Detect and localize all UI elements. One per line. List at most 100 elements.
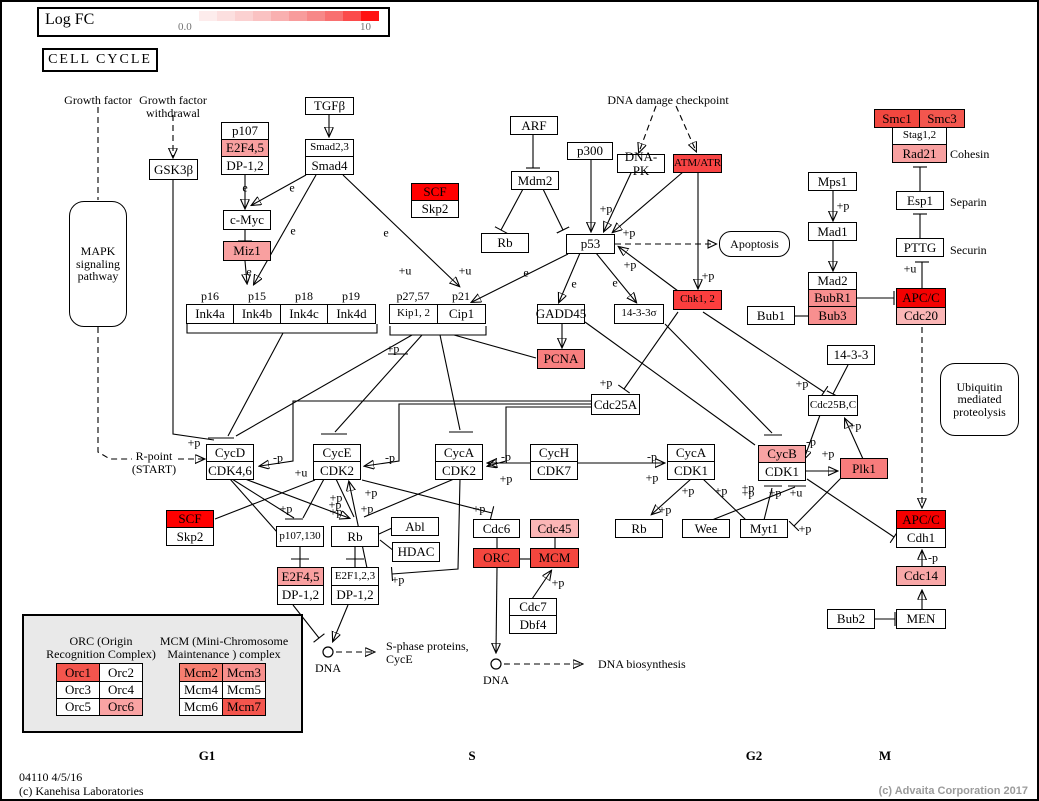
cdk1-b[interactable]: CDK1 — [758, 462, 806, 481]
mcm7[interactable]: Mcm7 — [222, 698, 266, 716]
scf-top[interactable]: SCF — [411, 183, 459, 201]
cyce[interactable]: CycE — [313, 444, 361, 462]
gsk3b[interactable]: GSK3β — [149, 159, 198, 180]
scf-left[interactable]: SCF — [166, 510, 214, 528]
mad1[interactable]: Mad1 — [808, 222, 857, 241]
dna-circle-2[interactable] — [490, 658, 502, 670]
cip1[interactable]: Cip1 — [437, 304, 486, 324]
cdh1[interactable]: Cdh1 — [896, 528, 946, 548]
cdc45[interactable]: Cdc45 — [530, 519, 579, 538]
mcm[interactable]: MCM — [530, 548, 579, 568]
dp12-low-b[interactable]: DP-1,2 — [331, 585, 379, 605]
mcm5[interactable]: Mcm5 — [222, 681, 266, 699]
orc[interactable]: ORC — [473, 548, 520, 568]
cdc25bc[interactable]: Cdc25B,C — [808, 395, 858, 416]
dp12-top[interactable]: DP-1,2 — [221, 156, 269, 175]
mps1[interactable]: Mps1 — [808, 172, 857, 191]
cdc14[interactable]: Cdc14 — [896, 566, 946, 586]
cdc6[interactable]: Cdc6 — [473, 519, 520, 538]
orc6[interactable]: Orc6 — [99, 698, 143, 716]
bub1[interactable]: Bub1 — [747, 306, 795, 325]
orc2[interactable]: Orc2 — [99, 663, 143, 682]
dna-circle-1[interactable] — [322, 646, 334, 658]
ink4c[interactable]: Ink4c — [280, 304, 328, 324]
smad23[interactable]: Smad2,3 — [305, 139, 354, 157]
p53[interactable]: p53 — [566, 234, 615, 254]
cdk7[interactable]: CDK7 — [530, 461, 578, 480]
e2f45-low[interactable]: E2F4,5 — [277, 567, 324, 586]
stag12[interactable]: Stag1,2 — [892, 127, 947, 145]
cdc20[interactable]: Cdc20 — [896, 307, 946, 325]
apcc-top[interactable]: APC/C — [896, 288, 946, 308]
arf[interactable]: ARF — [510, 116, 558, 135]
mdm2[interactable]: Mdm2 — [511, 171, 559, 190]
plk1[interactable]: Plk1 — [840, 458, 888, 479]
orc3[interactable]: Orc3 — [56, 681, 100, 699]
cych[interactable]: CycH — [530, 444, 578, 462]
pttg[interactable]: PTTG — [896, 238, 944, 257]
s14-3-3-sigma[interactable]: 14-3-3σ — [614, 304, 664, 324]
wee[interactable]: Wee — [682, 519, 730, 538]
mapk-pathway[interactable]: MAPK signaling pathway — [69, 201, 127, 327]
edge-64 — [292, 604, 325, 643]
smc3[interactable]: Smc3 — [919, 109, 965, 128]
bub3[interactable]: Bub3 — [808, 306, 857, 325]
mcm6[interactable]: Mcm6 — [179, 698, 223, 716]
abl[interactable]: Abl — [391, 517, 439, 536]
p107-130[interactable]: p107,130 — [276, 526, 324, 547]
e2f45-top[interactable]: E2F4,5 — [221, 139, 269, 157]
cdk46[interactable]: CDK4,6 — [206, 461, 254, 480]
kip12[interactable]: Kip1, 2 — [389, 304, 438, 324]
hdac[interactable]: HDAC — [392, 542, 440, 562]
atm-atr[interactable]: ATM/ATR — [673, 154, 722, 173]
men[interactable]: MEN — [896, 609, 946, 629]
skp2-top[interactable]: Skp2 — [411, 200, 459, 218]
rb-low[interactable]: Rb — [331, 526, 379, 547]
cyca-m[interactable]: CycA — [667, 444, 715, 462]
ink4d[interactable]: Ink4d — [327, 304, 376, 324]
chk12[interactable]: Chk1, 2 — [673, 290, 722, 310]
cdc25a[interactable]: Cdc25A — [591, 394, 640, 415]
tgfb[interactable]: TGFβ — [305, 97, 354, 115]
cdk2-a[interactable]: CDK2 — [313, 461, 361, 480]
dp12-low-a[interactable]: DP-1,2 — [277, 585, 324, 605]
dna-pk[interactable]: DNA-PK — [617, 150, 665, 177]
mcm4[interactable]: Mcm4 — [179, 681, 223, 699]
myt1[interactable]: Myt1 — [740, 519, 788, 538]
p300[interactable]: p300 — [567, 142, 613, 160]
cdc7[interactable]: Cdc7 — [509, 598, 557, 616]
cycd[interactable]: CycD — [206, 444, 254, 462]
rb-small[interactable]: Rb — [615, 519, 663, 538]
cdk1-a[interactable]: CDK1 — [667, 461, 715, 480]
apcc-low[interactable]: APC/C — [896, 510, 946, 529]
cycb[interactable]: CycB — [758, 445, 806, 463]
smc1[interactable]: Smc1 — [874, 109, 920, 128]
bubr1[interactable]: BubR1 — [808, 289, 857, 307]
ink4a[interactable]: Ink4a — [186, 304, 234, 324]
mcm2[interactable]: Mcm2 — [179, 663, 223, 682]
smad4[interactable]: Smad4 — [305, 156, 354, 175]
esp1[interactable]: Esp1 — [896, 191, 944, 210]
cyca-s[interactable]: CycA — [435, 444, 483, 462]
bub2[interactable]: Bub2 — [827, 609, 875, 629]
orc4[interactable]: Orc4 — [99, 681, 143, 699]
orc5[interactable]: Orc5 — [56, 698, 100, 716]
dbf4[interactable]: Dbf4 — [509, 615, 557, 634]
e2f123[interactable]: E2F1,2,3 — [331, 567, 379, 586]
skp2-left[interactable]: Skp2 — [166, 527, 214, 546]
mcm3[interactable]: Mcm3 — [222, 663, 266, 682]
apoptosis[interactable]: Apoptosis — [719, 231, 790, 257]
p107[interactable]: p107 — [221, 122, 269, 140]
rad21[interactable]: Rad21 — [892, 144, 947, 163]
cdk2-b[interactable]: CDK2 — [435, 461, 483, 480]
ink4b[interactable]: Ink4b — [233, 304, 281, 324]
s14-3-3[interactable]: 14-3-3 — [827, 345, 875, 365]
orc1[interactable]: Orc1 — [56, 663, 100, 682]
miz1[interactable]: Miz1 — [223, 241, 271, 261]
gadd45[interactable]: GADD45 — [536, 304, 586, 324]
rb-mid[interactable]: Rb — [481, 233, 529, 253]
ubiquitin-proteolysis[interactable]: Ubiquitin mediated proteolysis — [940, 363, 1019, 436]
pcna[interactable]: PCNA — [537, 349, 585, 369]
c-myc[interactable]: c-Myc — [223, 210, 271, 230]
mad2[interactable]: Mad2 — [808, 272, 857, 290]
